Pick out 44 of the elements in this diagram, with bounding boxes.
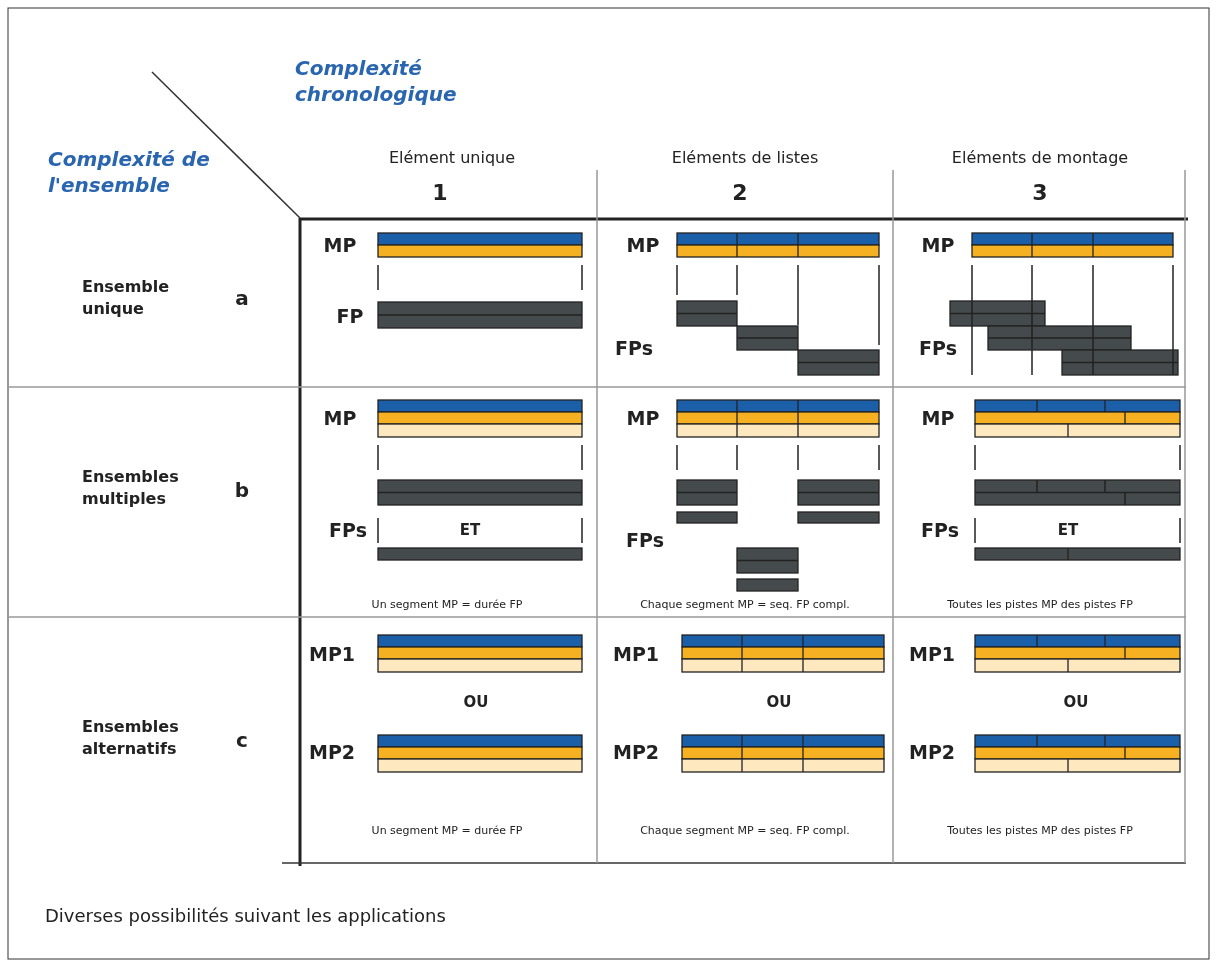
cell-note: Un segment MP = durée FP [371, 597, 523, 611]
track-label: FPs [919, 337, 957, 359]
track-label: MP [323, 407, 357, 429]
cell-note: Chaque segment MP = seq. FP compl. [640, 823, 850, 837]
track-label: FPs [626, 529, 664, 551]
figure-caption: Diverses possibilités suivant les applications [45, 905, 446, 926]
track-label: MP [921, 234, 955, 256]
column-number: 1 [432, 179, 448, 205]
cell-note: Chaque segment MP = seq. FP compl. [640, 597, 850, 611]
track-label: FPs [921, 519, 959, 541]
track-label: MP [323, 234, 357, 256]
row-letter: b [234, 478, 250, 502]
track-label: MP [626, 407, 660, 429]
column-number: 3 [1032, 179, 1048, 205]
track-label: MP [626, 234, 660, 256]
track-label: MP2 [908, 741, 956, 763]
track-label: FPs [615, 337, 653, 359]
track-label: MP2 [308, 741, 356, 763]
conjunction-label: OU [463, 693, 489, 711]
track-label: MP1 [908, 643, 956, 665]
conjunction-label: OU [1063, 693, 1089, 711]
cell-note: Toutes les pistes MP des pistes FP [947, 823, 1133, 837]
track-label: MP1 [308, 643, 356, 665]
column-header: Elément unique [388, 147, 516, 167]
axis-title: Complexité chronologique [295, 55, 458, 107]
column-number: 2 [732, 179, 748, 205]
column-header: Eléments de montage [951, 147, 1129, 167]
conjunction-label: ET [1057, 521, 1079, 539]
row-header: Ensembles multiples [82, 466, 180, 510]
column-header: Eléments de listes [671, 147, 819, 167]
conjunction-label: ET [459, 521, 481, 539]
row-header: Ensembles alternatifs [82, 716, 180, 760]
track-label: MP1 [612, 643, 660, 665]
cell-note: Toutes les pistes MP des pistes FP [947, 597, 1133, 611]
cell-note: Un segment MP = durée FP [371, 823, 523, 837]
track-label: MP [921, 407, 955, 429]
row-letter: a [235, 286, 249, 310]
track-label: FP [336, 305, 364, 327]
track-label: MP2 [612, 741, 660, 763]
row-header: Ensemble unique [82, 276, 171, 320]
track-label: FPs [329, 519, 367, 541]
conjunction-label: OU [766, 693, 792, 711]
row-letter: c [236, 728, 248, 752]
axis-title: Complexité de l'ensemble [48, 146, 211, 198]
